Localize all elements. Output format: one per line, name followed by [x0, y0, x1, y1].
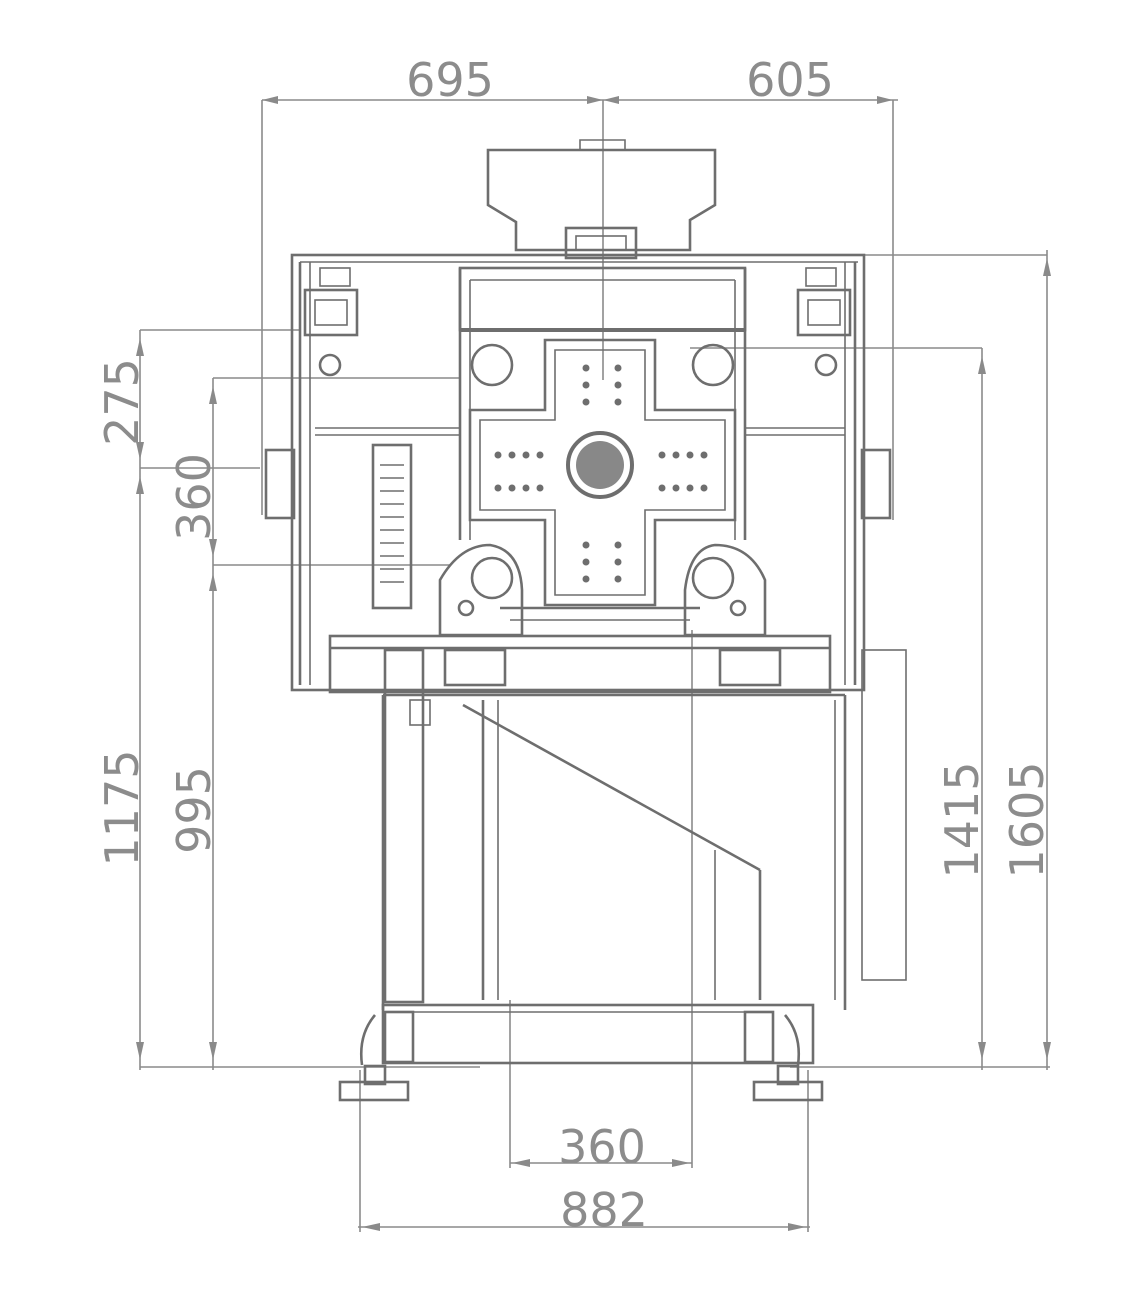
dim-bottom-360: 360: [558, 1120, 646, 1174]
dim-left-360: 360: [167, 453, 221, 541]
dim-left-1175: 1175: [95, 749, 149, 866]
feet: [338, 1064, 824, 1102]
dim-bottom-882: 882: [560, 1183, 648, 1237]
dimension-lines: [136, 96, 1051, 1232]
platen-holes: [494, 364, 708, 583]
hopper: [486, 139, 717, 260]
corner-brackets: [303, 267, 852, 377]
vent-panel: [371, 443, 413, 610]
dim-top-right: 605: [746, 53, 834, 107]
base-bottom: [360, 1003, 815, 1066]
lower-hinges: [438, 543, 767, 637]
dim-left-995: 995: [167, 766, 221, 854]
dim-left-275: 275: [95, 358, 149, 446]
dim-right-1415: 1415: [935, 761, 989, 878]
platen: [468, 338, 737, 607]
dim-top-left: 695: [406, 53, 494, 107]
dim-right-1605: 1605: [1000, 761, 1054, 878]
dimension-labels: 695 605 275 360 1175 995 1415 1605 360 8…: [95, 53, 1054, 1237]
base-frame: [328, 634, 847, 1010]
upper-frame: [264, 253, 907, 981]
